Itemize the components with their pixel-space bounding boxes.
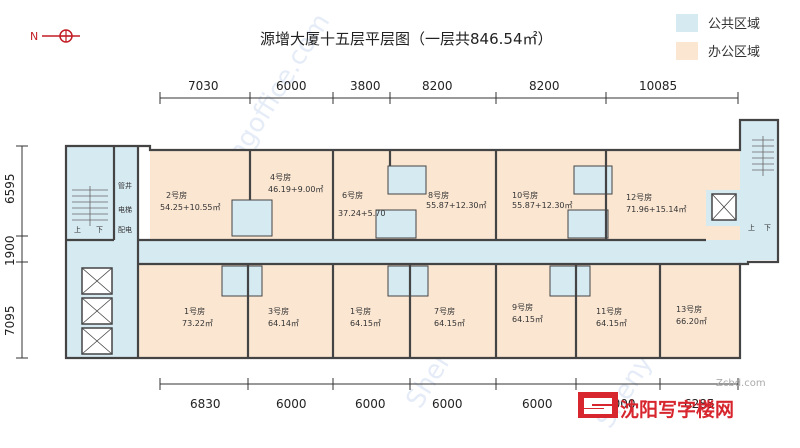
logo-s-icon <box>584 398 612 414</box>
legend: 公共区域 办公区域 <box>676 14 760 60</box>
room-name: 12号房 <box>626 192 652 202</box>
dim-bottom-label: 6000 <box>276 397 307 411</box>
room-area: 66.20㎡ <box>676 317 707 326</box>
left-stair-icon <box>72 186 108 226</box>
shaft-label: 管井 <box>118 181 132 190</box>
compass-label: N <box>30 30 38 43</box>
washroom-block <box>221 265 263 297</box>
room-name: 3号房 <box>268 306 289 316</box>
room-area: 64.15㎡ <box>596 319 627 328</box>
room-area: 46.19+9.00㎡ <box>268 185 323 194</box>
left-dimension-labels: 6595 1900 7095 <box>3 173 17 336</box>
room-name: 13号房 <box>676 304 702 314</box>
dim-bottom-label: 6000 <box>432 397 463 411</box>
dim-top-label: 8200 <box>422 79 453 93</box>
dim-left-label: 7095 <box>3 305 17 336</box>
washroom-block <box>567 209 609 239</box>
stair-up-label: 上 <box>748 223 755 232</box>
right-stair-icon <box>752 136 774 176</box>
corridor-public <box>138 240 748 264</box>
dim-top-label: 6000 <box>276 79 307 93</box>
top-dimension-line <box>159 92 739 104</box>
washroom-block <box>387 165 427 195</box>
washroom-blocks <box>221 165 613 297</box>
walls <box>64 118 780 360</box>
room-area: 55.87+12.30㎡ <box>512 201 573 210</box>
site-watermark: Zcbd.com <box>716 378 766 389</box>
left-dimension-line <box>16 145 28 359</box>
room-area: 37.24+5.70 <box>338 209 385 218</box>
room-area: 55.87+12.30㎡ <box>426 201 487 210</box>
room-area: 71.96+15.14㎡ <box>626 205 687 214</box>
room-name: 11号房 <box>596 306 622 316</box>
room-area: 64.15㎡ <box>434 319 465 328</box>
dim-bottom-label: 6830 <box>190 397 221 411</box>
room-name: 6号房 <box>342 190 363 200</box>
site-logo: 沈阳写字楼网 <box>578 392 734 421</box>
room-name: 8号房 <box>428 190 449 200</box>
core-labels: 上 下 上 下 管井 电梯 配电 <box>74 181 771 234</box>
dim-bottom-label: 6000 <box>355 397 386 411</box>
dim-left-label: 1900 <box>3 235 17 266</box>
elevator-cross-marks <box>81 267 113 355</box>
elevator-cross <box>711 193 737 221</box>
dim-top-label: 8200 <box>529 79 560 93</box>
legend-swatch-public <box>676 14 698 32</box>
washroom-block <box>231 199 273 237</box>
top-dimension-labels: 7030 6000 3800 8200 8200 10085 <box>188 79 677 93</box>
room-name: 10号房 <box>512 190 538 200</box>
room-name: 1号房 <box>350 306 371 316</box>
elevator-label: 电梯 <box>118 205 132 214</box>
dim-bottom-label: 6285 <box>684 397 715 411</box>
room-area: 73.22㎡ <box>182 319 213 328</box>
washroom-block <box>549 265 591 297</box>
bottom-dimension-line <box>159 378 739 390</box>
legend-label-public: 公共区域 <box>708 17 760 32</box>
outer-wall <box>64 118 780 360</box>
room-area: 64.15㎡ <box>350 319 381 328</box>
room-name: 9号房 <box>512 302 533 312</box>
logo-text: 沈阳写字楼网 <box>620 398 734 421</box>
power-room-label: 配电 <box>118 225 132 234</box>
legend-swatch-office <box>676 42 698 60</box>
left-core-public <box>66 146 138 358</box>
dim-left-label: 6595 <box>3 173 17 204</box>
room-name: 7号房 <box>434 306 455 316</box>
bottom-dimension-labels: 6830 6000 6000 6000 6000 6000 6285 <box>190 397 715 411</box>
right-stair-public <box>740 120 778 260</box>
dim-top-label: 3800 <box>350 79 381 93</box>
plan-title: 源增大厦十五层平层图（一层共846.54㎡） <box>260 30 553 48</box>
room-name: 2号房 <box>166 190 187 200</box>
washroom-block <box>375 209 417 239</box>
north-compass: N <box>30 29 80 43</box>
room-name: 4号房 <box>270 172 291 182</box>
room-area: 54.25+10.55㎡ <box>160 203 221 212</box>
washroom-block <box>387 265 429 297</box>
room-labels: 2号房 54.25+10.55㎡ 4号房 46.19+9.00㎡ 6号房 37.… <box>160 172 707 328</box>
dim-top-label: 10085 <box>639 79 677 93</box>
dim-bottom-label: 6000 <box>522 397 553 411</box>
stair-down-label: 下 <box>96 226 103 234</box>
stair-up-label: 上 <box>74 225 81 234</box>
dim-top-label: 7030 <box>188 79 219 93</box>
legend-label-office: 办公区域 <box>708 45 760 60</box>
compass-cross <box>60 30 72 42</box>
room-area: 64.14㎡ <box>268 319 299 328</box>
room-area: 64.15㎡ <box>512 315 543 324</box>
stair-down-label: 下 <box>764 224 771 232</box>
room-name: 1号房 <box>184 306 205 316</box>
